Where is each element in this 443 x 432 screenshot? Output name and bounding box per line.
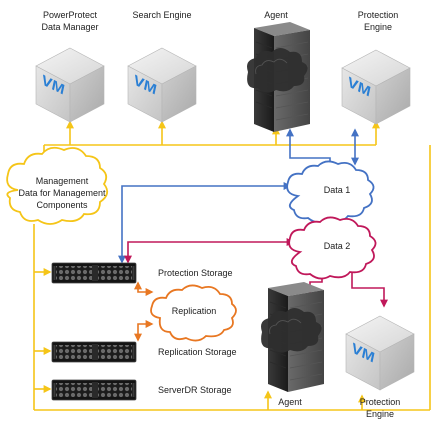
vm-protection-engine-bottom-icon [345,315,415,391]
vm-ppdm-icon [35,47,105,123]
server-agent-bottom-icon [260,281,325,393]
protection-storage-label: Protection Storage [158,268,233,278]
replication-storage-device [51,341,137,363]
ppdm-label-line2: Data Manager [41,22,98,32]
replication-cloud: Replication [150,284,237,342]
management-flow-lines [33,120,431,411]
server-agent-top-icon [246,21,311,133]
serverdr-storage-device [51,379,137,401]
search-engine-label: Search Engine [132,10,191,20]
data1-label: Data 1 [324,185,351,195]
management-cloud: Management Data for Management Component… [6,146,109,225]
ppdm-label-line1: PowerProtect [43,10,98,20]
management-label-line2: Data for Management [18,188,106,198]
replication-storage-label: Replication Storage [158,347,237,357]
data2-cloud: Data 2 [288,216,377,280]
replication-label: Replication [172,306,217,316]
vm-protection-engine-top-icon [341,49,411,125]
agent-top-label: Agent [264,10,288,20]
vm-search-engine-icon [127,47,197,123]
protection-engine-bottom-label-line2: Engine [366,409,394,419]
protection-engine-top-label-line2: Engine [364,22,392,32]
protection-storage-device [51,262,137,284]
data1-cloud: Data 1 [286,160,375,224]
management-label-line3: Components [36,200,88,210]
serverdr-storage-label: ServerDR Storage [158,385,232,395]
protection-engine-bottom-label-line1: Protection [360,397,401,407]
protection-engine-top-label-line1: Protection [358,10,399,20]
data2-label: Data 2 [324,241,351,251]
management-label-line1: Management [36,176,89,186]
replication-flow-lines [134,281,154,342]
agent-bottom-label: Agent [278,397,302,407]
